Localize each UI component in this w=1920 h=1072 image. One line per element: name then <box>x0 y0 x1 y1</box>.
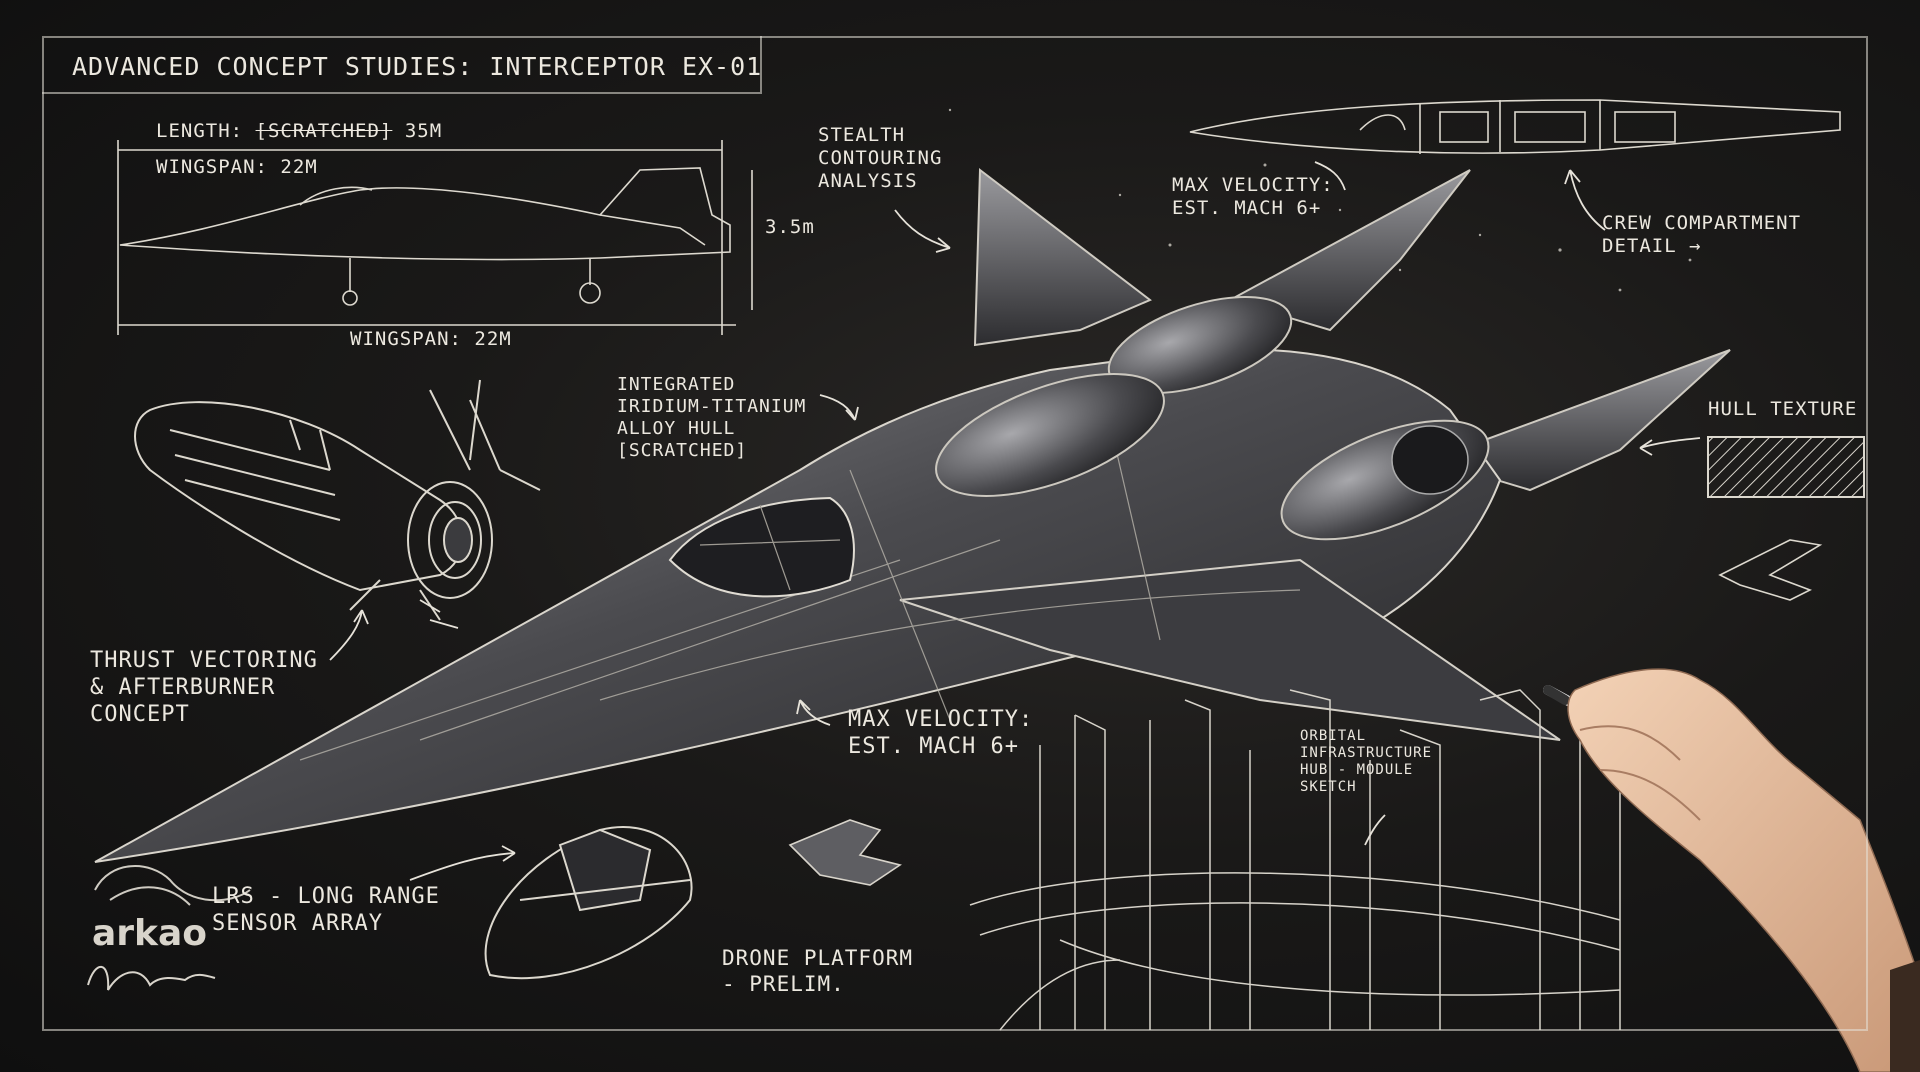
board-title: ADVANCED CONCEPT STUDIES: INTERCEPTOR EX… <box>72 52 763 81</box>
drone-sketch <box>788 819 902 886</box>
interceptor-render <box>94 168 1731 863</box>
drone-platform-annotation: DRONE PLATFORM - PRELIM. <box>722 946 914 996</box>
max-velocity-mid-annotation: MAX VELOCITY: EST. MACH 6+ <box>848 707 1034 759</box>
stealth-annotation: STEALTH CONTOURING ANALYSIS <box>818 124 943 193</box>
length-value: 35m <box>404 120 443 142</box>
engine-sketch <box>134 379 541 621</box>
max-velocity-top-annotation: MAX VELOCITY: EST. MACH 6+ <box>1172 174 1334 220</box>
length-scratched: [SCRATCHED] <box>255 120 393 142</box>
thrust-vectoring-annotation: THRUST VECTORING & AFTERBURNER CONCEPT <box>90 648 318 727</box>
length-spec: LENGTH: [SCRATCHED] 35m <box>156 120 442 143</box>
hand-illustration <box>1543 668 1920 1072</box>
orbital-hub-sketch <box>969 689 1621 1031</box>
hull-texture-swatch <box>1707 436 1865 498</box>
arkao-logo-text: arkao <box>92 913 207 954</box>
board-frame <box>42 36 1868 1031</box>
alloy-hull-annotation: INTEGRATED IRIDIUM-TITANIUM ALLOY HULL [… <box>617 374 807 461</box>
hull-texture-label: HULL TEXTURE <box>1708 398 1858 420</box>
lrs-nose-sketch <box>484 826 693 980</box>
length-label: LENGTH: <box>156 120 244 142</box>
wingspan-top-spec: WINGSPAN: 22m <box>156 156 318 178</box>
side-profile-drawing <box>117 140 753 335</box>
wingspan-bottom-spec: WINGSPAN: 22m <box>350 328 512 350</box>
crew-cutaway <box>1189 99 1841 154</box>
signature <box>87 965 216 991</box>
title-box <box>42 36 762 94</box>
annotation-arrows <box>329 161 1701 881</box>
crew-compartment-annotation: CREW COMPARTMENT DETAIL → <box>1602 212 1802 258</box>
orbital-hub-annotation: ORBITAL INFRASTRUCTURE HUB - MODULE SKET… <box>1300 728 1433 796</box>
arkao-logo-mark <box>94 865 251 906</box>
small-plane-sketch <box>1718 539 1823 601</box>
lrs-annotation: LRS - LONG RANGE SENSOR ARRAY <box>212 884 440 936</box>
height-spec: 3.5m <box>765 216 815 238</box>
